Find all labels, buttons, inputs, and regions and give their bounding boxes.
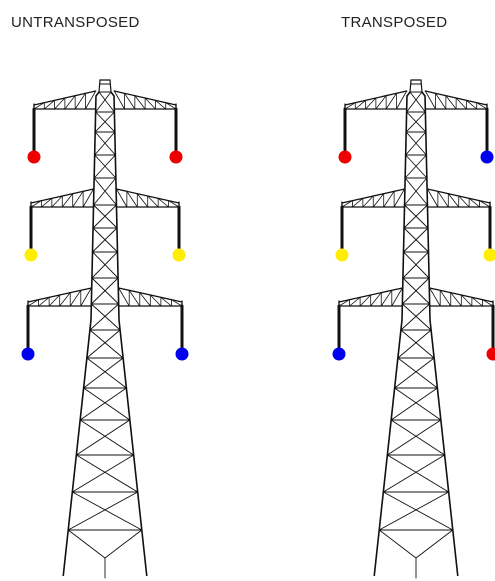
untransposed-tower <box>21 79 189 579</box>
left-conductor-yellow-2 <box>335 248 349 262</box>
right-conductor-blue-3 <box>175 347 189 361</box>
transposed-tower <box>332 79 495 579</box>
transposed-title: TRANSPOSED <box>341 14 448 31</box>
right-conductor-blue-1 <box>480 150 494 164</box>
left-conductor-yellow-2 <box>24 248 38 262</box>
right-conductor-red-1 <box>169 150 183 164</box>
right-conductor-yellow-2 <box>172 248 186 262</box>
left-conductor-red-1 <box>27 150 41 164</box>
left-conductor-red-1 <box>338 150 352 164</box>
left-conductor-blue-3 <box>21 347 35 361</box>
left-conductor-blue-3 <box>332 347 346 361</box>
right-conductor-yellow-2 <box>483 248 495 262</box>
right-conductor-red-3 <box>486 347 495 361</box>
untransposed-title: UNTRANSPOSED <box>11 14 140 31</box>
